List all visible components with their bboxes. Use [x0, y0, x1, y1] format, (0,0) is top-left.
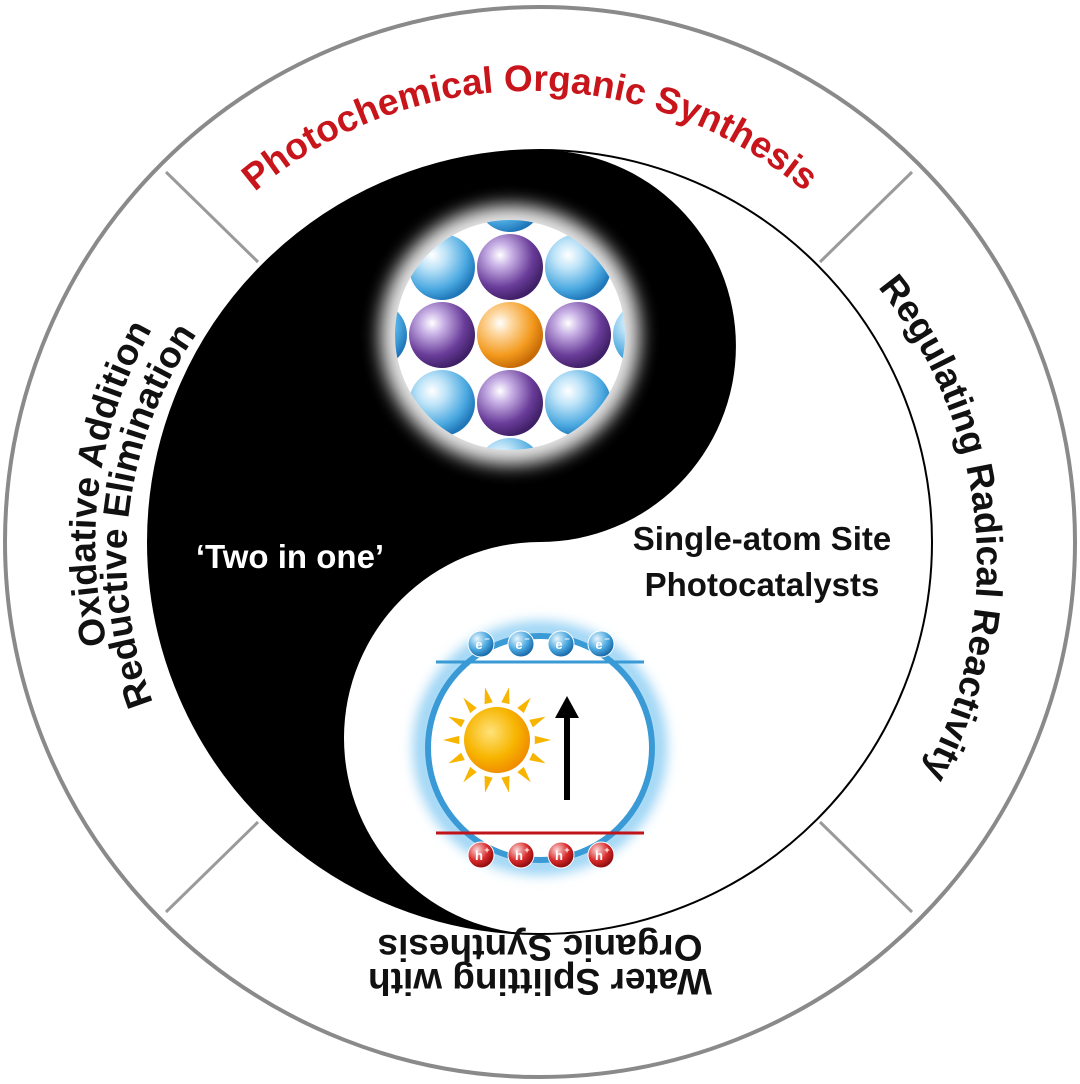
- hole-chip-charge: +: [484, 845, 489, 855]
- electron-chip-letter: e: [595, 637, 602, 652]
- electron-chip-charge: −: [524, 634, 529, 644]
- ring-label-bottom-line2: Organic Synthesis: [378, 927, 703, 968]
- sun-ray: [463, 697, 477, 714]
- hole-chip-charge: +: [524, 845, 529, 855]
- sun-ray: [463, 766, 477, 783]
- electron-chip-letter: e: [515, 637, 522, 652]
- electron-chip: e−: [467, 630, 495, 658]
- coordinating-atom: [545, 302, 611, 368]
- single-atom-label-line2: Photocatalysts: [645, 566, 880, 603]
- coordinating-atom: [477, 370, 543, 436]
- ring-divider-bottom-right: [818, 820, 914, 914]
- ring-label-bottom-line1: Water Splitting with: [368, 961, 712, 1002]
- sun-ray: [484, 775, 493, 793]
- hole-chip: h+: [547, 841, 575, 869]
- sun-icon: [443, 687, 551, 793]
- single-atom-label-line1: Single-atom Site: [633, 520, 892, 557]
- electron-chip: e−: [547, 630, 575, 658]
- sun-ray: [448, 716, 465, 728]
- sun-ray: [501, 775, 510, 793]
- electron-chip: e−: [587, 630, 615, 658]
- ring-divider-top-left: [164, 170, 260, 264]
- hole-chip-charge: +: [564, 845, 569, 855]
- sun-ray: [517, 766, 531, 783]
- sun-ray: [484, 687, 493, 705]
- single-atom-site: [477, 302, 543, 368]
- electron-chip-letter: e: [555, 637, 562, 652]
- excitation-arrow: [555, 696, 579, 800]
- sun-ray: [443, 735, 460, 745]
- electron-chip-charge: −: [604, 634, 609, 644]
- hole-chip-letter: h: [595, 848, 603, 863]
- hole-chip-letter: h: [555, 848, 563, 863]
- sun-ray: [529, 752, 546, 764]
- ring-divider-bottom-left: [164, 820, 260, 914]
- hole-chip-letter: h: [515, 848, 523, 863]
- sun-ray: [517, 697, 531, 714]
- band-halo: [413, 621, 667, 875]
- sun-ray: [448, 752, 465, 764]
- hole-chip: h+: [507, 841, 535, 869]
- band-diagram-circle: [425, 633, 655, 863]
- electron-chip: e−: [507, 630, 535, 658]
- two-in-one-label: ‘Two in one’: [196, 538, 384, 575]
- electron-chip-letter: e: [475, 637, 482, 652]
- coordinating-atom: [477, 234, 543, 300]
- coordinating-atom: [409, 302, 475, 368]
- electron-chip-charge: −: [484, 634, 489, 644]
- atomic-lattice: [395, 220, 625, 450]
- sun-ray: [529, 716, 546, 728]
- electron-chip-charge: −: [564, 634, 569, 644]
- hole-chip: h+: [467, 841, 495, 869]
- hole-chip-charge: +: [604, 845, 609, 855]
- hole-chip: h+: [587, 841, 615, 869]
- hole-chip-letter: h: [475, 848, 483, 863]
- ring-divider-top-right: [818, 170, 914, 264]
- sun-ray: [501, 687, 510, 705]
- sun-ray: [534, 735, 551, 745]
